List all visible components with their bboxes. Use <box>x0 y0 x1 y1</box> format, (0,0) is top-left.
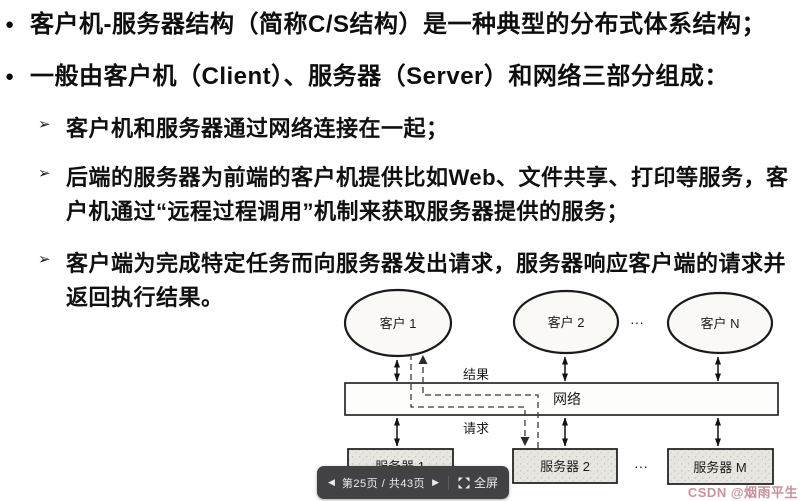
request-arrowhead-icon <box>520 437 530 446</box>
request-path-dashed <box>410 354 526 437</box>
fullscreen-icon <box>458 477 470 489</box>
network-box <box>344 382 779 416</box>
server-2-box <box>512 448 618 484</box>
clients-ellipsis: ··· <box>630 314 644 330</box>
request-label: 请求 <box>463 421 489 436</box>
bullet-marker-icon: ● <box>5 16 15 33</box>
sub-bullet-2-line-2: 户机通过“远程过程调用”机制来获取服务器提供的服务； <box>66 199 630 224</box>
sub-bullet-3-line-1: 客户端为完成特定任务而向服务器发出请求，服务器响应客户端的请求并 <box>66 251 787 276</box>
client-2-node <box>512 289 620 355</box>
server-2-label: 服务器 2 <box>540 459 590 474</box>
arrowhead-bullet-icon: ➢ <box>38 165 51 182</box>
page-indicator: 第25页 / 共43页 <box>341 477 426 490</box>
fullscreen-button[interactable]: 全屏 <box>458 474 498 491</box>
arrowhead-bullet-icon: ➢ <box>38 251 51 268</box>
result-label: 结果 <box>463 367 489 382</box>
client-1-label: 客户 1 <box>380 316 417 331</box>
pager-toolbar: ◀ 第25页 / 共43页 ▶ 全屏 <box>317 466 509 499</box>
sub-bullet-1-line-1: 客户机和服务器通过网络连接在一起； <box>66 116 449 141</box>
client-1-node <box>343 288 453 358</box>
toolbar-divider <box>447 475 449 490</box>
sub-bullet-3-line-2: 返回执行结果。 <box>66 285 224 310</box>
cs-architecture-diagram: 客户 1 客户 2 客户 N ··· 结果 网络 请求 服务器 1 服务器 2 … <box>330 287 790 500</box>
bullet-1-text: 客户机-服务器结构（简称C/S结构）是一种典型的分布式体系结构； <box>30 11 766 38</box>
client-2-label: 客户 2 <box>548 315 585 330</box>
network-label: 网络 <box>553 391 581 407</box>
client-n-label: 客户 N <box>700 316 739 331</box>
result-path-dashed <box>422 364 539 448</box>
result-arrowhead-icon <box>418 355 428 364</box>
server-m-box <box>667 448 774 485</box>
sub-bullet-2-line-1: 后端的服务器为前端的客户机提供比如Web、文件共享、打印等服务，客 <box>66 165 789 190</box>
csdn-watermark: CSDN @烟雨平生 <box>687 485 798 500</box>
server-m-label: 服务器 M <box>693 460 746 475</box>
next-page-button[interactable]: ▶ <box>432 477 439 487</box>
arrowhead-bullet-icon: ➢ <box>38 116 51 133</box>
previous-page-button[interactable]: ◀ <box>328 477 335 487</box>
bullet-marker-icon: ● <box>5 68 15 85</box>
fullscreen-label: 全屏 <box>473 476 498 490</box>
client-n-node <box>666 291 774 355</box>
diagram-canvas: 客户 1 客户 2 客户 N ··· 结果 网络 请求 服务器 1 服务器 2 … <box>343 288 779 485</box>
bullet-2-text: 一般由客户机（Client）、服务器（Server）和网络三部分组成： <box>30 63 729 90</box>
servers-ellipsis: ··· <box>634 458 648 474</box>
